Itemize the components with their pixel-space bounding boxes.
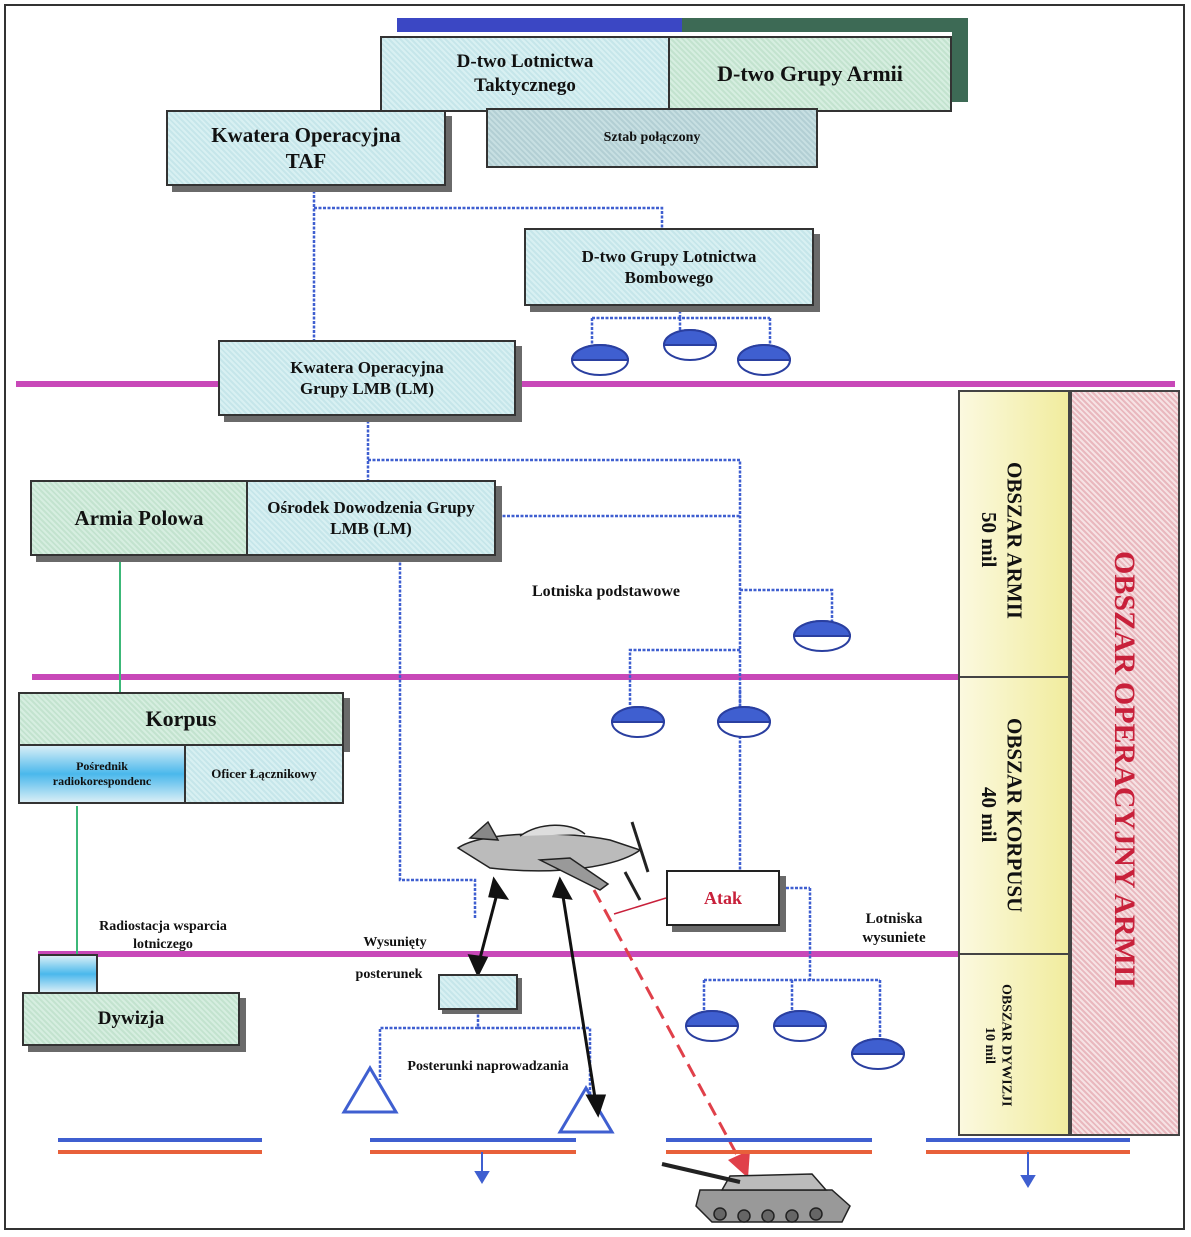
korpus-label: Korpus — [145, 706, 217, 732]
dywizja-box: Dywizja — [22, 992, 240, 1046]
zone-korpusu-dist: 40 mil — [977, 787, 1002, 843]
korpus-box: Korpus — [18, 692, 344, 746]
osrodek-label: Ośrodek Dowodzenia Grupy LMB (LM) — [267, 497, 475, 538]
wysuniety-posterunek-box — [438, 974, 518, 1010]
zone-korpusu-title: OBSZAR KORPUSU — [1002, 717, 1027, 913]
oficer-box: Oficer Łącznikowy — [184, 744, 344, 804]
aircraft-icon — [456, 820, 650, 901]
zone-operacyjny: OBSZAR OPERACYJNY ARMII — [1106, 430, 1142, 1110]
dtwo-bombowego-box: D-two Grupy Lotnictwa Bombowego — [524, 228, 814, 306]
sztab-label: Sztab połączony — [603, 130, 701, 146]
radar-triangle-icon — [341, 1065, 615, 1134]
dtwo-bombowego-label: D-two Grupy Lotnictwa Bombowego — [581, 246, 757, 287]
zone-armii-title: OBSZAR ARMII — [1002, 461, 1027, 619]
oficer-label: Oficer Łącznikowy — [211, 765, 317, 781]
kwatera-taf-label: Kwatera Operacyjna TAF — [211, 122, 401, 173]
zone-column-pink — [1070, 390, 1180, 1136]
wysuniety-label: Wysunięty — [363, 935, 427, 950]
dtwo-lotnictwa-label: D-two Lotnictwa Taktycznego — [456, 51, 594, 96]
dtwo-grupy-armii-label: D-two Grupy Armii — [717, 61, 903, 87]
lotniska-wysuniete-label: Lotniska wysuniete — [862, 911, 926, 946]
atak-label: Atak — [703, 887, 742, 908]
zone-dywizji-title: OBSZAR DYWIZJI — [998, 983, 1014, 1107]
posterunek-label: posterunek — [355, 967, 423, 982]
zone-dywizji-dist: 10 mil — [981, 1026, 997, 1064]
zone-armii: OBSZAR ARMII 50 mil — [976, 420, 1026, 660]
dtwo-lotnictwa-box: D-two Lotnictwa Taktycznego — [380, 36, 670, 112]
dtwo-grupy-armii-box: D-two Grupy Armii — [668, 36, 952, 112]
radiostacja-box — [38, 954, 98, 994]
lotniska-podstawowe-label: Lotniska podstawowe — [531, 583, 681, 600]
zone-armii-dist: 50 mil — [977, 512, 1002, 568]
posrednik-label: Pośrednik radiokorespondenc — [52, 759, 152, 788]
link-taf-bomb — [314, 206, 664, 228]
zone-divider-1 — [958, 676, 1070, 678]
radiostacja-label: Radiostacja wsparcia lotniczego — [99, 919, 227, 952]
zone-dywizji: OBSZAR DYWIZJI 10 mil — [980, 970, 1014, 1120]
zone-korpusu: OBSZAR KORPUSU 40 mil — [976, 690, 1026, 940]
posterunki-label: Posterunki naprowadzania — [407, 1059, 569, 1074]
kwatera-lmb-box: Kwatera Operacyjna Grupy LMB (LM) — [218, 340, 516, 416]
tank-icon — [661, 1162, 851, 1223]
zone-column-yellow — [958, 390, 1070, 1136]
armia-polowa-box: Armia Polowa — [30, 480, 248, 556]
sztab-box: Sztab połączony — [486, 108, 818, 168]
green-bar — [682, 18, 966, 32]
dywizja-label: Dywizja — [97, 1008, 165, 1030]
blue-bar — [397, 18, 682, 32]
zone-divider-2 — [958, 953, 1070, 955]
osrodek-box: Ośrodek Dowodzenia Grupy LMB (LM) — [246, 480, 496, 556]
atak-box: Atak — [666, 870, 780, 926]
armia-polowa-label: Armia Polowa — [74, 505, 204, 530]
green-bar-side — [952, 18, 968, 102]
kwatera-lmb-label: Kwatera Operacyjna Grupy LMB (LM) — [290, 357, 444, 398]
posrednik-box: Pośrednik radiokorespondenc — [18, 744, 186, 804]
zone-operacyjny-title: OBSZAR OPERACYJNY ARMII — [1108, 551, 1141, 989]
airfield-icon — [570, 329, 906, 1070]
diagram-frame — [4, 4, 1185, 1230]
kwatera-taf-box: Kwatera Operacyjna TAF — [166, 110, 446, 186]
